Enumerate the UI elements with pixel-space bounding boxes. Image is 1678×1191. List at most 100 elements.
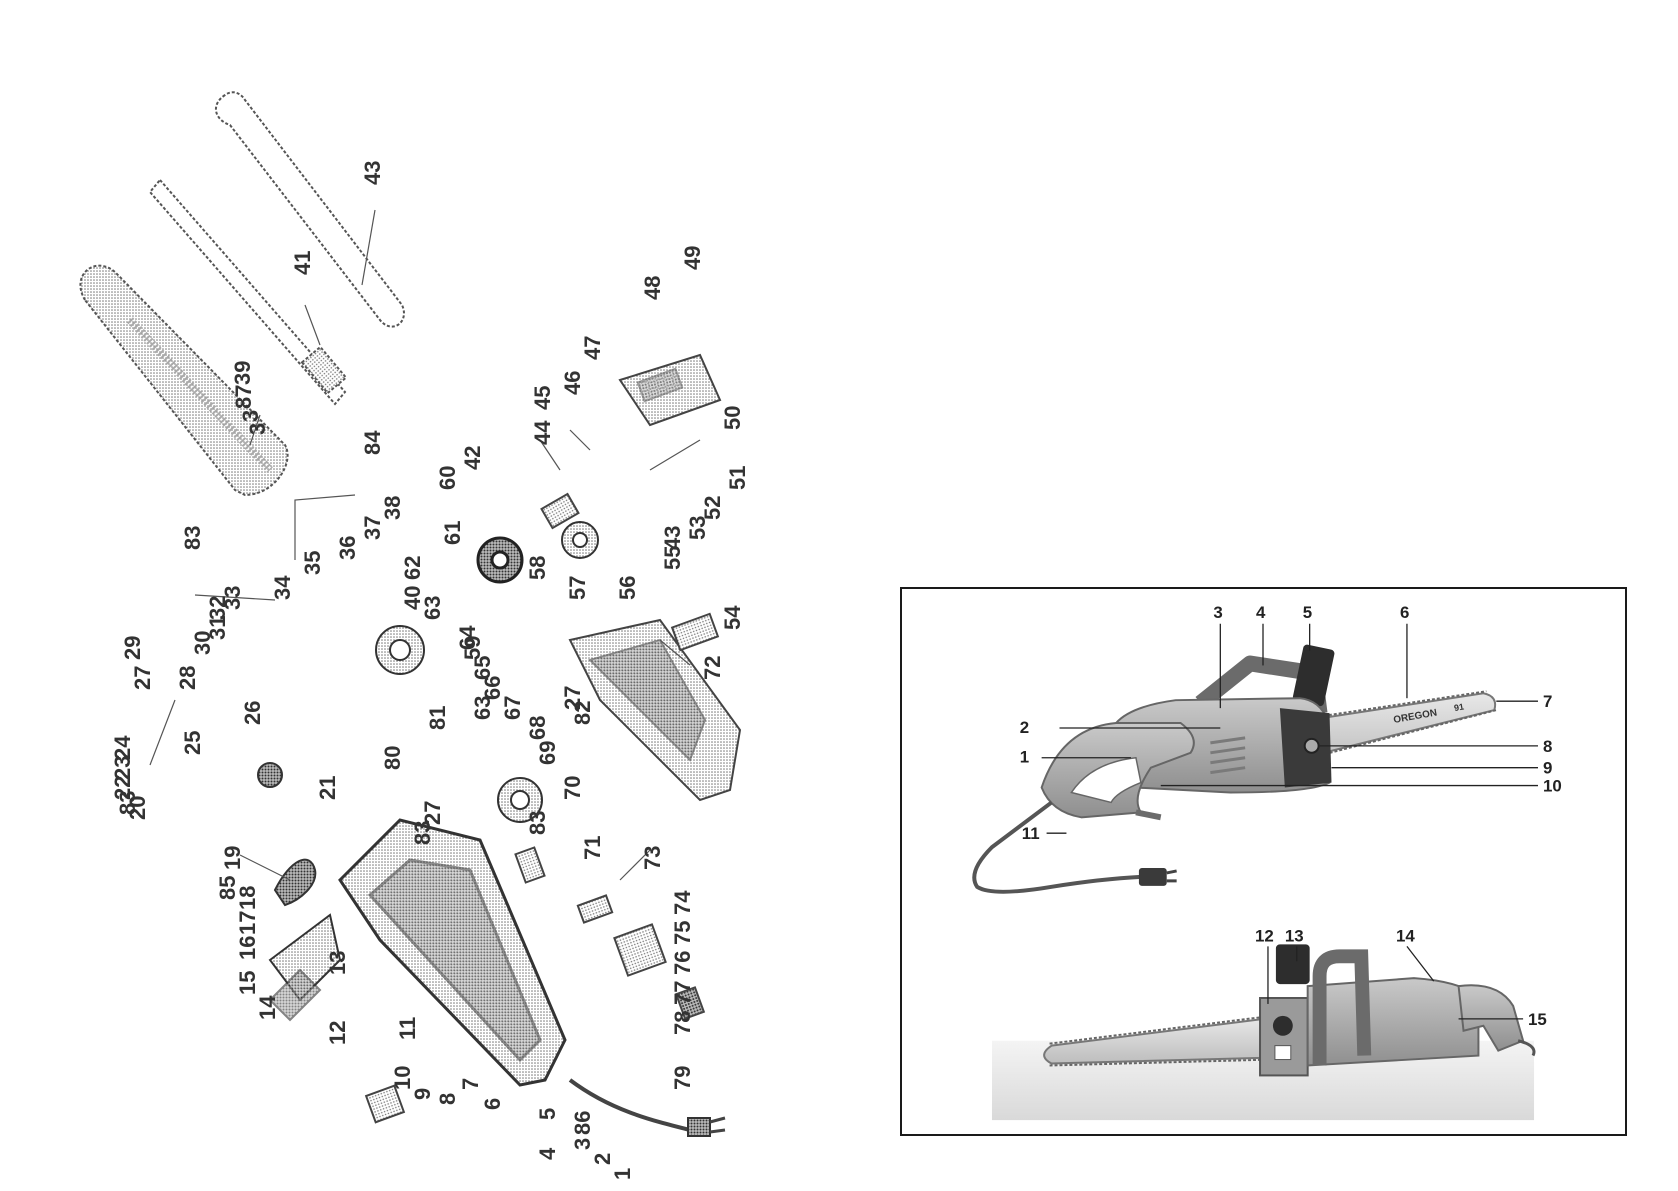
part-number-19: 19 (220, 846, 245, 870)
part-number-51: 51 (725, 466, 750, 490)
part-number-53: 53 (685, 516, 710, 540)
part-number-83: 83 (525, 811, 550, 835)
bar-nut (1303, 737, 1320, 754)
part-number-41: 41 (290, 251, 315, 275)
callout-9: 9 (1543, 759, 1552, 778)
callout-15: 15 (1528, 1010, 1547, 1029)
part-number-73: 73 (640, 846, 665, 870)
leader-lines (149, 209, 701, 881)
part-number-77: 77 (670, 981, 695, 1005)
tensioner-parts (364, 353, 722, 1124)
part-number-36: 36 (335, 536, 360, 560)
callout-10: 10 (1543, 777, 1562, 796)
part-number-61: 61 (440, 521, 465, 545)
part-number-2: 2 (590, 1153, 615, 1165)
part-number-45: 45 (530, 386, 555, 410)
power-cord (568, 1078, 726, 1137)
part-number-50: 50 (720, 406, 745, 430)
part-number-9: 9 (410, 1088, 435, 1100)
clutch-assembly (257, 762, 543, 823)
handle-hood (273, 858, 317, 907)
part-number-37: 37 (360, 516, 385, 540)
part-number-60: 60 (435, 466, 460, 490)
motor-pulley (375, 521, 599, 675)
callout-1: 1 (1020, 748, 1029, 767)
callout-14: 14 (1396, 926, 1415, 945)
part-number-63: 63 (420, 596, 445, 620)
part-number-80: 80 (380, 746, 405, 770)
part-number-6: 6 (480, 1098, 505, 1110)
part-number-63: 63 (470, 696, 495, 720)
part-number-40: 40 (400, 586, 425, 610)
part-number-3: 3 (570, 1138, 595, 1150)
rear-handle (268, 913, 342, 1022)
callout-7: 7 (1543, 692, 1552, 711)
part-number-11: 11 (395, 1017, 420, 1040)
part-number-42: 42 (460, 446, 485, 470)
part-number-13: 13 (325, 951, 350, 975)
part-number-46: 46 (560, 371, 585, 395)
part-number-74: 74 (670, 890, 695, 915)
part-number-76: 76 (670, 951, 695, 975)
part-number-70: 70 (560, 776, 585, 800)
part-number-87: 87 (231, 385, 256, 409)
part-number-75: 75 (670, 921, 695, 945)
product-overview-illustration: OREGON 91 (972, 603, 1562, 1121)
bar-model-text: 91 (1453, 701, 1465, 713)
callout-5: 5 (1303, 603, 1312, 622)
part-number-16: 16 (235, 936, 260, 960)
part-number-64: 64 (455, 625, 480, 650)
part-number-21: 21 (315, 776, 340, 800)
part-number-57: 57 (565, 576, 590, 600)
part-number-12: 12 (325, 1021, 350, 1045)
part-number-43: 43 (660, 526, 685, 550)
part-number-54: 54 (720, 605, 745, 630)
part-number-78: 78 (670, 1011, 695, 1035)
part-number-65: 65 (470, 656, 495, 680)
part-number-67: 67 (500, 696, 525, 720)
part-number-44: 44 (530, 420, 555, 445)
guide-bar-40 (79, 264, 289, 497)
part-number-1: 1 (610, 1168, 635, 1180)
part-number-7: 7 (458, 1078, 483, 1090)
part-number-34: 34 (270, 575, 295, 600)
part-number-17: 17 (235, 911, 260, 935)
part-number-82: 82 (570, 701, 595, 725)
part-number-33: 33 (220, 586, 245, 610)
part-number-27: 27 (560, 686, 585, 710)
part-number-4: 4 (535, 1147, 560, 1160)
part-number-27: 27 (130, 666, 155, 690)
callout-6: 6 (1400, 603, 1409, 622)
part-number-29: 29 (120, 636, 145, 660)
part-number-43: 43 (360, 161, 385, 185)
part-number-39: 39 (230, 361, 255, 385)
part-number-52: 52 (700, 496, 725, 520)
part-number-10: 10 (390, 1066, 415, 1090)
drive-gear (476, 536, 524, 584)
part-number-27: 27 (420, 801, 445, 825)
chain-cover (568, 618, 742, 802)
part-number-20: 20 (125, 796, 150, 820)
callout-4: 4 (1256, 603, 1266, 622)
part-number-55: 55 (660, 546, 685, 570)
part-number-71: 71 (580, 836, 605, 860)
oil-cap (1272, 1015, 1293, 1036)
part-number-14: 14 (255, 995, 280, 1020)
part-number-83: 83 (180, 526, 205, 550)
saw-chain-42 (148, 178, 348, 406)
callout-2: 2 (1020, 718, 1029, 737)
part-number-68: 68 (525, 716, 550, 740)
callout-numbers: 1 2 3 4 5 6 7 8 9 10 11 12 13 14 15 (1020, 603, 1562, 1029)
part-number-66: 66 (480, 676, 505, 700)
chainsaw-other-side-view (991, 944, 1536, 1121)
part-number-85: 85 (215, 876, 240, 900)
part-number-49: 49 (680, 246, 705, 270)
plug (1138, 867, 1167, 886)
chainsaw-side-view: OREGON 91 (972, 644, 1497, 894)
part-number-3: 3 (238, 410, 263, 422)
callout-lines-bottom (1267, 945, 1524, 1020)
part-number-62: 62 (400, 556, 425, 580)
part-number-58: 58 (525, 556, 550, 580)
